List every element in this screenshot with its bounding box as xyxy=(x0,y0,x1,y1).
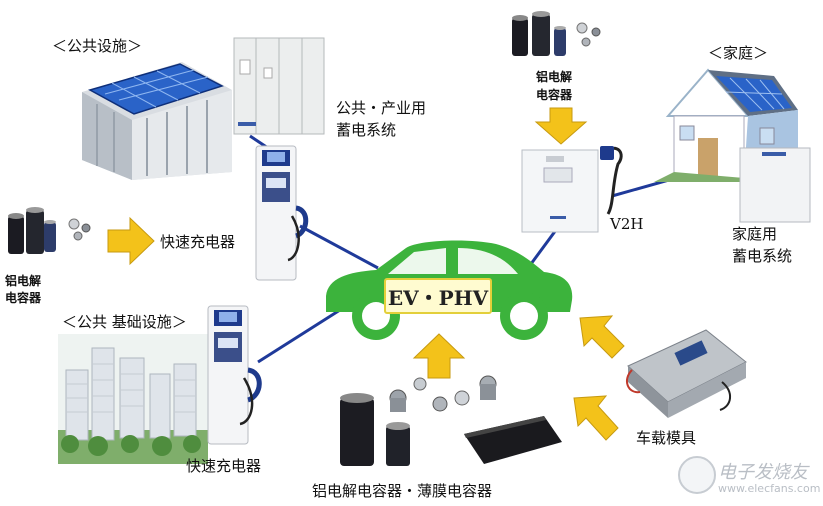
arrow-upleft-2 xyxy=(573,395,619,441)
v2h-unit xyxy=(521,146,623,233)
watermark-url: www.elecfans.com xyxy=(718,482,821,495)
aluminum-cap-left-line2: 电容器 xyxy=(5,291,42,305)
watermark-logo-icon xyxy=(678,456,716,494)
industrial-storage-cabinet xyxy=(233,37,325,135)
aluminum-cap-top-line1: 铝电解 xyxy=(536,70,573,84)
capacitor-cluster-top xyxy=(512,11,601,56)
public-industrial-storage-line2: 蓄电系统 xyxy=(336,121,397,139)
capacitors-bottom-illustration xyxy=(340,375,562,466)
car-label-box xyxy=(384,278,492,314)
arrow-right-to-charger xyxy=(107,216,155,266)
fast-charger-2-label: 快速充电器 xyxy=(186,457,262,475)
arrow-upleft-1 xyxy=(579,315,625,359)
home-label: ＜家庭＞ xyxy=(708,44,769,62)
city-skyline-illustration xyxy=(58,334,208,464)
vehicle-module-illustration xyxy=(625,329,747,418)
public-industrial-storage-line1: 公共・产业用 xyxy=(336,99,427,117)
vehicle-module-label: 车载模具 xyxy=(636,429,697,447)
fast-charger-2 xyxy=(207,305,262,445)
capacitor-cluster-left xyxy=(8,207,91,254)
arrow-up-to-car xyxy=(412,333,466,379)
aluminum-cap-left-line1: 铝电解 xyxy=(5,274,42,288)
aluminum-cap-top-line2: 电容器 xyxy=(536,88,573,102)
fast-charger-1-label: 快速充电器 xyxy=(160,233,236,251)
line-v2h-car xyxy=(526,229,558,269)
capacitors-bottom-label: 铝电解电容器・薄膜电容器 xyxy=(312,482,493,500)
public-infrastructure-label: ＜公共 基础设施＞ xyxy=(62,313,187,331)
home-storage-line2: 蓄电系统 xyxy=(732,247,793,265)
home-storage-line1: 家庭用 xyxy=(732,225,778,243)
home-storage-cabinet xyxy=(739,147,811,223)
line-charger1-car xyxy=(299,224,379,270)
car-label: EV・PHV xyxy=(387,286,489,310)
arrow-down-to-v2h xyxy=(534,107,588,145)
fast-charger-1 xyxy=(255,145,309,281)
watermark-cn: 电子发烧友 xyxy=(718,462,808,483)
office-building-illustration xyxy=(82,62,232,180)
public-facilities-label: ＜公共设施＞ xyxy=(52,37,143,55)
v2h-label: V2H xyxy=(610,215,644,233)
line-charger2-car xyxy=(257,308,341,364)
